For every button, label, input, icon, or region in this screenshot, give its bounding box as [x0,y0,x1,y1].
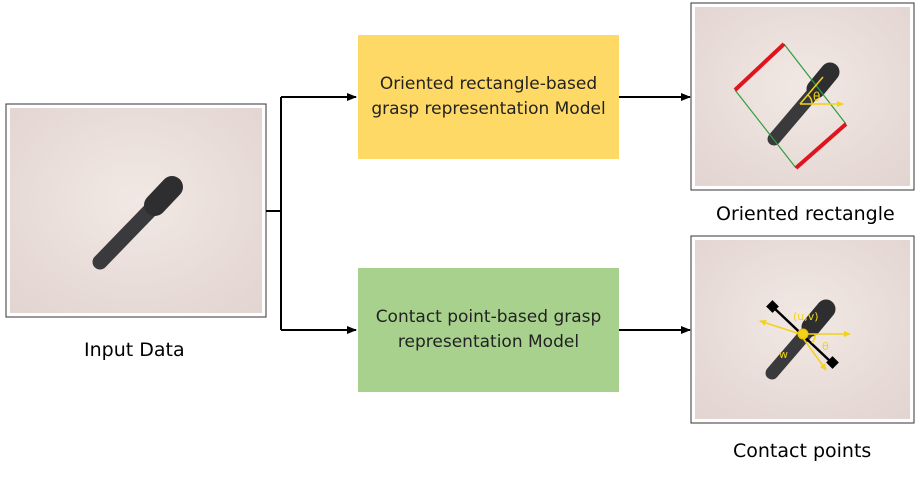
input-image [5,103,267,318]
input-caption: Input Data [84,339,185,361]
angle-label-contact: θ [822,340,829,353]
rectangle-object [767,62,840,146]
rectangle-model-line2: grasp representation Model [371,99,606,119]
jaw-left [733,42,786,92]
grasp-rectangle [733,42,848,170]
rectangle-caption: Oriented rectangle [716,203,895,225]
contact-model-line2: representation Model [397,332,580,352]
contact-points-image: (u,v) w θ [690,235,915,424]
grasp-center [797,328,809,340]
rectangle-model-line1: Oriented rectangle-based [379,74,598,95]
angle-label: θ [813,90,820,104]
width-label: w [779,348,788,361]
contact-model-line1: Contact point-based grasp [375,307,602,328]
input-object [92,176,183,270]
contact-caption: Contact points [733,440,872,462]
connector-lines [266,93,691,334]
jaw-right [794,122,848,170]
contact-object [765,299,836,380]
center-label: (u,v) [793,310,819,323]
angle-indicator: θ [799,76,844,107]
oriented-rectangle-image: θ [690,2,915,191]
contact-model-box: Contact point-based grasp representation… [358,268,619,392]
rectangle-model-box: Oriented rectangle-based grasp represent… [358,35,619,159]
